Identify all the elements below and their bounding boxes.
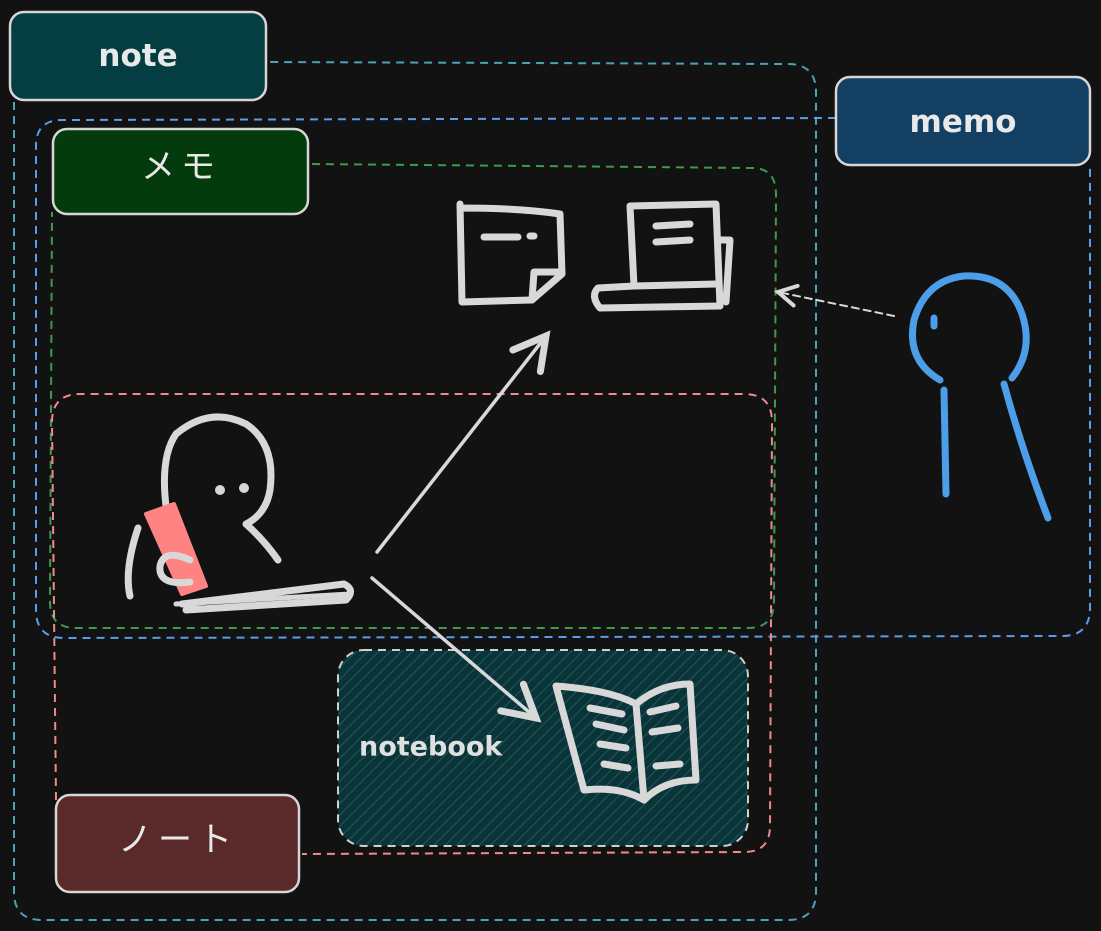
svg-text:ノート: ノート [118, 820, 238, 860]
svg-text:メモ: メモ [141, 147, 221, 187]
memo-pad-icon [456, 200, 566, 306]
memo-stack-icon [591, 200, 734, 312]
svg-text:note: note [98, 38, 177, 74]
arrow-from-blue-person [778, 292, 895, 317]
phone-icon [144, 502, 208, 596]
arrow-to-notebook [370, 576, 536, 718]
note-region [13, 60, 817, 921]
svg-text:memo: memo [910, 104, 1017, 140]
person-writing-icon [124, 413, 354, 614]
note-label: note [8, 10, 268, 102]
note-jp-label: ノート [54, 793, 301, 894]
arrow-to-memos [375, 336, 546, 554]
memo-region [35, 117, 1091, 640]
memo-jp-label: メモ [51, 127, 310, 216]
blue-person-icon [909, 272, 1052, 522]
notebook-label: notebook [359, 732, 503, 763]
open-notebook-icon [552, 680, 700, 804]
note-jp-region [50, 393, 774, 855]
memo-jp-region [48, 163, 778, 629]
memo-label: memo [834, 75, 1092, 167]
